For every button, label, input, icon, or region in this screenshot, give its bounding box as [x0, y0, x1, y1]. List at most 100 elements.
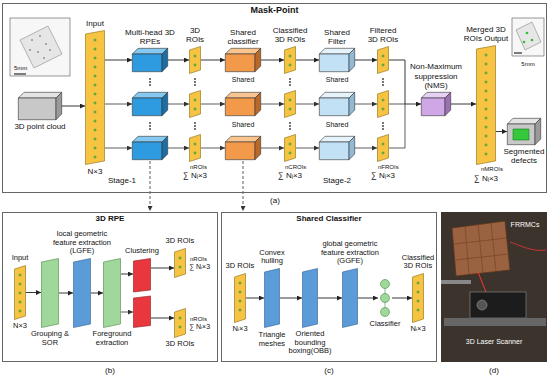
- scanner-lens: [477, 300, 487, 310]
- defect-star: [417, 282, 420, 285]
- defect-star: [94, 129, 97, 132]
- stage-label: Stage-1: [108, 176, 136, 185]
- label-stack: local geometric feature extraction (LGFE…: [50, 230, 114, 258]
- sum-limit: nROIs: [190, 316, 207, 323]
- shape-face: [319, 48, 354, 54]
- defect-star: [19, 292, 22, 295]
- roi-slab: [174, 248, 186, 278]
- label-holder: (b): [105, 366, 115, 375]
- roi-slab: [174, 308, 186, 338]
- panel-tag: (b): [105, 366, 115, 375]
- layer-block: Oriented bounding boxing(OBB): [285, 266, 335, 356]
- roi-slab: [377, 46, 389, 74]
- shape-face: [477, 46, 496, 165]
- node-label: Classified 3D ROIs: [269, 26, 311, 44]
- classifier-cube: [225, 92, 260, 115]
- flow-arrow: [496, 131, 507, 132]
- roi-slab-outline: [235, 274, 246, 323]
- label-stack: [365, 74, 401, 76]
- shape-face: [343, 269, 358, 328]
- output-slab: Merged 3D ROIs Output: [462, 25, 510, 167]
- label-holder: FRRMCs: [511, 221, 540, 229]
- layer-block: [264, 268, 280, 328]
- rpe-cube: [132, 136, 167, 159]
- shape-face: [86, 31, 105, 165]
- layer-block-outline: [303, 269, 318, 328]
- layer-block: Grouping & SOR: [28, 256, 72, 347]
- filter-cube-outline: [319, 48, 354, 71]
- panel-frame: 3D RPEInputN×3Grouping & SORlocal geomet…: [2, 212, 218, 362]
- defect-star: [417, 291, 420, 294]
- shape-face: [421, 98, 445, 116]
- point-cloud-box: [18, 92, 62, 120]
- node-label: Oriented bounding boxing(OBB): [285, 330, 335, 356]
- defect-star: [239, 291, 242, 294]
- shape-face: [175, 249, 186, 278]
- rpe-cube: [132, 48, 168, 72]
- shape-face: [74, 259, 91, 328]
- input-slab: InputN×3: [80, 19, 110, 176]
- sum-expression: ∑ Nᵢ×3: [183, 171, 207, 180]
- layer-block: [342, 268, 358, 328]
- classifier-cube: [225, 136, 260, 159]
- shape-face: [225, 48, 260, 54]
- point-dots: [29, 35, 51, 59]
- flow-arrow: [392, 298, 412, 299]
- classifier-net: Classifier: [367, 276, 403, 329]
- defect-star: [94, 75, 97, 78]
- shared-tag: Shared: [326, 121, 349, 129]
- flow-arrow: [318, 298, 342, 299]
- roi-slab: Classified 3D ROIs: [269, 26, 311, 76]
- label-stack: Convex hulling: [254, 249, 290, 268]
- defect-star: [179, 266, 182, 269]
- panel-title: Shared Classifier: [222, 213, 436, 223]
- defect-box: [507, 118, 541, 145]
- flow-arrow: [105, 60, 132, 61]
- layer-block: global geometric feature extraction (GGF…: [319, 240, 381, 330]
- label-stack: 3D ROIs: [163, 237, 197, 248]
- scanner-stand: [444, 318, 546, 326]
- panel-frame: Mask-Point3D point cloudInputN×3Multi-he…: [2, 3, 547, 193]
- defect-star: [417, 309, 420, 312]
- shape-face: [56, 92, 62, 119]
- sum-limit: nROIs: [190, 164, 207, 171]
- label-holder: Stage-1: [108, 176, 136, 185]
- specimen-plate: [516, 22, 541, 50]
- label-stack: [163, 278, 197, 280]
- roi-slab: [284, 46, 296, 74]
- label-stack: [28, 256, 72, 258]
- defect-star: [289, 55, 292, 58]
- label-stack: Segmented defects: [502, 145, 546, 165]
- label-holder: ∑ Nᵢ×3: [183, 171, 207, 180]
- shape-face: [513, 129, 529, 140]
- flow-arrow: [59, 293, 73, 294]
- defect-star: [485, 90, 488, 93]
- label-stack: Nᵢ×3: [400, 323, 436, 334]
- roi-slab: [189, 46, 201, 74]
- defect-star: [194, 64, 197, 67]
- scale-label: 5mm: [14, 65, 27, 72]
- classifier-cube-outline: [225, 48, 260, 71]
- roi-slab-outline: [190, 47, 201, 74]
- scale-label: 5mm: [521, 61, 534, 68]
- defect-star: [94, 84, 97, 87]
- layer-block-outline: [42, 259, 59, 328]
- nms-cube-outline: [421, 92, 450, 115]
- defect-box: Segmented defects: [502, 116, 546, 165]
- node-label: Segmented defects: [502, 147, 546, 165]
- roi-slab: [285, 135, 296, 162]
- panel-frame: Shared Classifier3D ROIsNᵢ×3Convex hulli…: [221, 212, 437, 362]
- nms-cube: [421, 92, 451, 116]
- label-holder: ∑ Nᵢ×3: [371, 171, 395, 180]
- defect-star: [485, 126, 488, 129]
- shape-face: [235, 274, 246, 323]
- label-stack: [502, 116, 546, 118]
- scale-bar: [514, 53, 522, 54]
- label-holder: Shared: [232, 76, 255, 84]
- output-image: [512, 18, 544, 56]
- label-stack: Foreground extraction: [87, 328, 137, 347]
- shape-face: [535, 118, 541, 144]
- node-label: 3D ROIs: [180, 26, 210, 44]
